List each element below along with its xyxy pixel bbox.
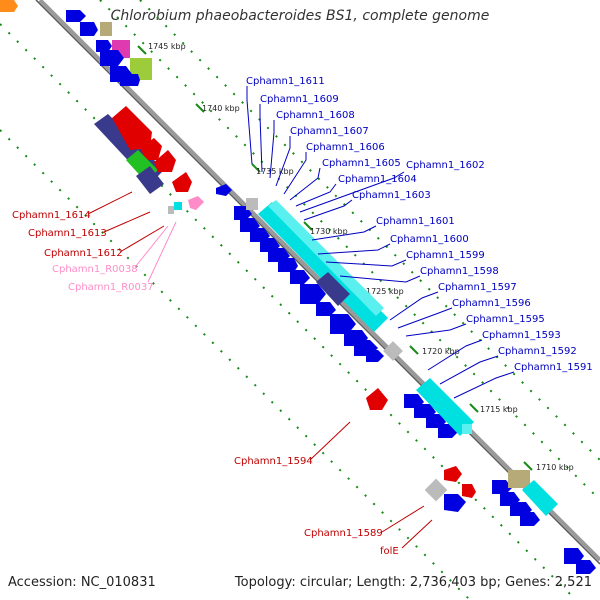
gene-label[interactable]: Cphamn1_1608: [276, 110, 355, 121]
forward-labels: Cphamn1_1611 Cphamn1_1609 Cphamn1_1608 C…: [246, 76, 593, 373]
scale-label: 1715 kbp: [480, 405, 518, 414]
gene-arrow-red[interactable]: [112, 106, 152, 150]
gene-label[interactable]: Cphamn1_1600: [390, 234, 469, 245]
scale-labels: 1745 kbp 1740 kbp 1735 kbp 1730 kbp 1725…: [148, 42, 574, 472]
gene-label[interactable]: Cphamn1_1611: [246, 76, 325, 87]
gene-label[interactable]: Cphamn1_1609: [260, 94, 339, 105]
gene-arrow-blue[interactable]: [96, 40, 112, 52]
gene-block-cyan[interactable]: [462, 424, 472, 434]
gene-highlight-cyan-inner[interactable]: [268, 200, 384, 316]
reverse-leader-lines: [87, 191, 433, 549]
top-left-cluster: [0, 0, 152, 86]
gene-label[interactable]: Cphamn1_1596: [452, 298, 531, 309]
gene-label[interactable]: Cphamn1_1607: [290, 126, 369, 137]
gene-arrow-red[interactable]: [140, 138, 162, 160]
scale-label: 1740 kbp: [202, 104, 240, 113]
gene-arrow-blue[interactable]: [278, 258, 298, 272]
gene-arrow-red[interactable]: [366, 388, 388, 410]
reverse-labels: Cphamn1_1614 Cphamn1_1613 Cphamn1_1612 C…: [12, 210, 399, 557]
genome-summary: Topology: circular; Length: 2,736,403 bp…: [234, 575, 592, 590]
gene-arrow-blue[interactable]: [300, 284, 326, 304]
gene-block-olive[interactable]: [508, 470, 530, 488]
gene-block-cyan[interactable]: [174, 202, 182, 210]
bottom-cluster: [424, 466, 596, 574]
scale-label: 1720 kbp: [422, 347, 460, 356]
gene-label[interactable]: Cphamn1_1602: [406, 160, 485, 171]
gene-label[interactable]: Cphamn1_1594: [234, 456, 313, 467]
gene-highlight-cyan[interactable]: [522, 480, 558, 516]
gene-arrow-red[interactable]: [154, 150, 176, 172]
gene-arrow-blue[interactable]: [100, 50, 124, 66]
gene-arrow-red[interactable]: [462, 484, 476, 498]
accession-label: Accession: NC_010831: [8, 575, 156, 590]
scale-label: 1725 kbp: [366, 287, 404, 296]
gene-arrow-blue[interactable]: [120, 74, 140, 86]
gene-highlight-cyan[interactable]: [416, 378, 474, 436]
rna-labels: Cphamn1_R0038 Cphamn1_R0037: [52, 264, 154, 293]
gene-arrow-blue[interactable]: [366, 350, 384, 362]
tick-row-inner-right: [99, 0, 600, 501]
map-title: Chlorobium phaeobacteroides BS1, complet…: [110, 8, 490, 24]
gene-label[interactable]: Cphamn1_1604: [338, 174, 417, 185]
gene-block-olive[interactable]: [100, 22, 112, 36]
gene-label[interactable]: Cphamn1_1605: [322, 158, 401, 169]
gene-label[interactable]: Cphamn1_R0037: [68, 282, 154, 293]
left-reverse-cluster: [94, 106, 232, 214]
tick-row-outer-right: [139, 0, 600, 461]
gene-highlight-cyan[interactable]: [258, 202, 388, 332]
gene-arrow-blue[interactable]: [520, 512, 540, 526]
central-forward-cluster: [234, 198, 403, 362]
gene-arrow-blue[interactable]: [330, 314, 356, 334]
gene-label[interactable]: Cphamn1_1613: [28, 228, 107, 239]
gene-arrow-blue[interactable]: [316, 302, 336, 316]
gene-arrow-red[interactable]: [172, 172, 192, 192]
gene-label[interactable]: folE: [380, 546, 399, 557]
gene-label[interactable]: Cphamn1_1614: [12, 210, 91, 221]
gene-arrow-orange[interactable]: [0, 0, 18, 12]
gene-arrow-red[interactable]: [444, 466, 462, 482]
gene-arrow-blue[interactable]: [444, 494, 466, 512]
gene-arrow-blue[interactable]: [66, 10, 86, 22]
scale-label: 1735 kbp: [256, 167, 294, 176]
gene-block-grey[interactable]: [168, 206, 174, 214]
gene-block-slate[interactable]: [316, 272, 350, 306]
gene-arrow-pink[interactable]: [188, 196, 204, 210]
gene-block-slate[interactable]: [136, 166, 164, 194]
forward-leader-lines: [246, 86, 515, 399]
gene-arrow-blue[interactable]: [290, 270, 310, 284]
scale-label: 1730 kbp: [310, 227, 348, 236]
scale-label: 1745 kbp: [148, 42, 186, 51]
gene-block-grey[interactable]: [246, 198, 258, 210]
gene-label[interactable]: Cphamn1_1606: [306, 142, 385, 153]
scale-label: 1710 kbp: [536, 463, 574, 472]
gene-label[interactable]: Cphamn1_1592: [498, 346, 577, 357]
gene-label[interactable]: Cphamn1_1598: [420, 266, 499, 277]
gene-arrow-blue[interactable]: [80, 22, 98, 36]
gene-arrow-blue[interactable]: [216, 184, 232, 196]
gene-arrow-blue[interactable]: [492, 480, 512, 494]
gene-label[interactable]: Cphamn1_1595: [466, 314, 545, 325]
gene-arrow-blue[interactable]: [576, 560, 596, 574]
gene-block-grey[interactable]: [383, 341, 403, 361]
gene-label[interactable]: Cphamn1_1601: [376, 216, 455, 227]
gene-label[interactable]: Cphamn1_1612: [44, 248, 123, 259]
gene-label[interactable]: Cphamn1_1603: [352, 190, 431, 201]
tick-row-inner-left: [0, 129, 471, 600]
gene-label[interactable]: Cphamn1_R0038: [52, 264, 138, 275]
gene-label[interactable]: Cphamn1_1599: [406, 250, 485, 261]
gene-label[interactable]: Cphamn1_1597: [438, 282, 517, 293]
lower-forward-cluster: [404, 378, 474, 438]
gene-block-grey[interactable]: [424, 478, 448, 502]
gene-label[interactable]: Cphamn1_1589: [304, 528, 383, 539]
gene-label[interactable]: Cphamn1_1593: [482, 330, 561, 341]
gene-label[interactable]: Cphamn1_1591: [514, 362, 593, 373]
